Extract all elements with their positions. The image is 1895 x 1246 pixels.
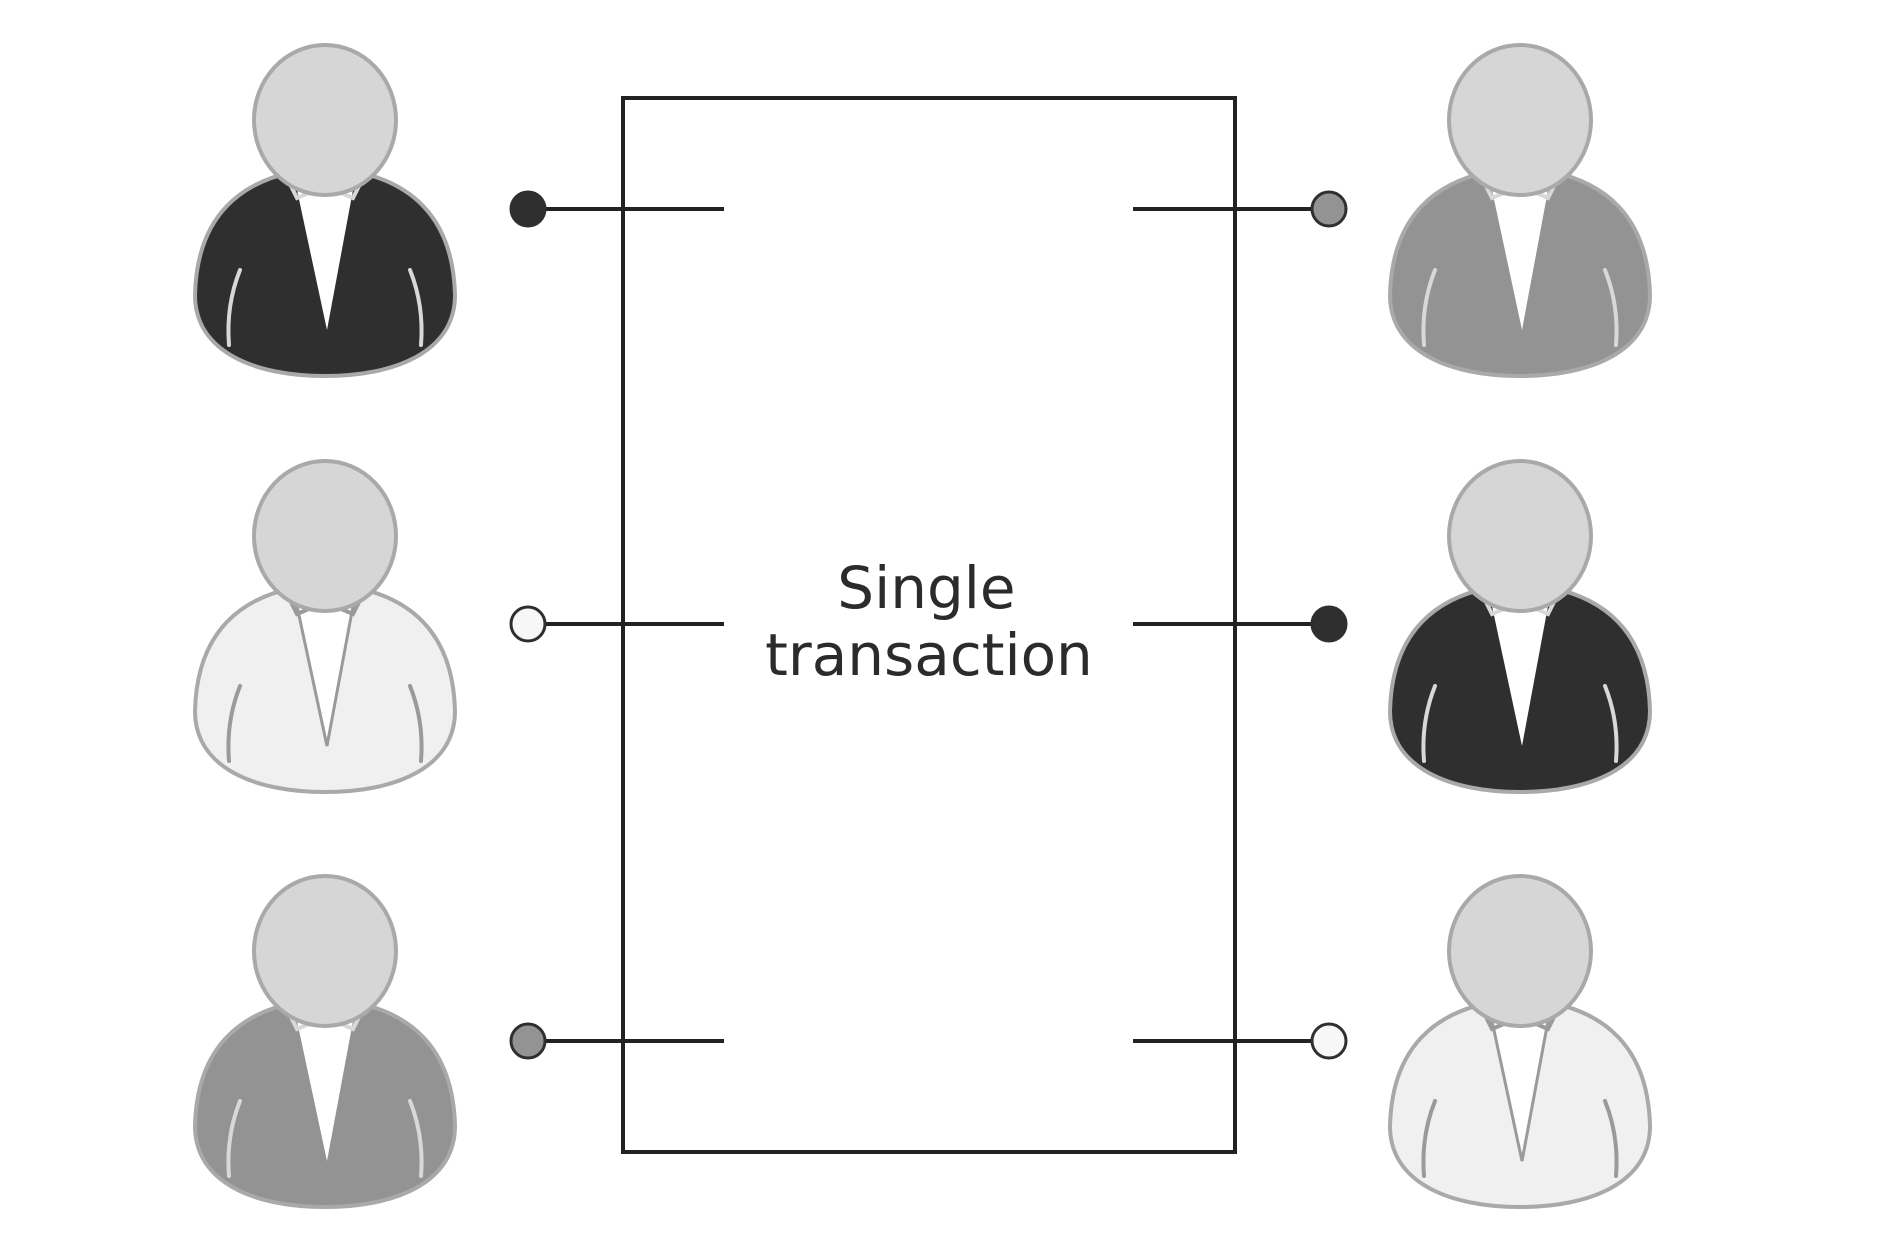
right-3-crease-right: [1603, 1099, 1619, 1178]
connector-dot-right-3: [1310, 1022, 1348, 1060]
transaction-label-line-2: transaction: [765, 621, 1093, 689]
right-2-shirt: [1492, 606, 1548, 746]
left-2-person-icon: [192, 459, 458, 795]
left-1-person-icon: [192, 43, 458, 379]
participants: [192, 43, 1653, 1210]
transaction-label: Single transaction: [765, 554, 1093, 689]
left-3-head: [252, 874, 398, 1028]
right-1-head: [1447, 43, 1593, 197]
right-3-crease-left: [1421, 1099, 1437, 1178]
right-3-head: [1447, 874, 1593, 1028]
left-3-crease-right: [408, 1099, 424, 1178]
right-connectors: [1133, 190, 1348, 1060]
right-2-head: [1447, 459, 1593, 613]
right-2-crease-left: [1421, 684, 1437, 763]
left-1-shirt: [297, 190, 353, 330]
connector-dot-right-1: [1310, 190, 1348, 228]
connector-dot-left-2: [509, 605, 547, 643]
right-2-crease-right: [1603, 684, 1619, 763]
left-2-crease-left: [226, 684, 242, 763]
left-1-crease-left: [226, 268, 242, 347]
left-1-head: [252, 43, 398, 197]
right-1-crease-left: [1421, 268, 1437, 347]
right-3-person-icon: [1387, 874, 1653, 1210]
transaction-label-line-1: Single: [837, 554, 1015, 622]
left-connectors: [509, 190, 724, 1060]
connector-dot-left-3: [509, 1022, 547, 1060]
right-1-person-icon: [1387, 43, 1653, 379]
left-3-person-icon: [192, 874, 458, 1210]
connector-dot-left-1: [509, 190, 547, 228]
right-2-person-icon: [1387, 459, 1653, 795]
left-3-shirt: [297, 1021, 353, 1161]
connector-dot-right-2: [1310, 605, 1348, 643]
left-2-crease-right: [408, 684, 424, 763]
right-1-shirt: [1492, 190, 1548, 330]
left-3-crease-left: [226, 1099, 242, 1178]
right-1-crease-right: [1603, 268, 1619, 347]
left-1-crease-right: [408, 268, 424, 347]
left-2-head: [252, 459, 398, 613]
